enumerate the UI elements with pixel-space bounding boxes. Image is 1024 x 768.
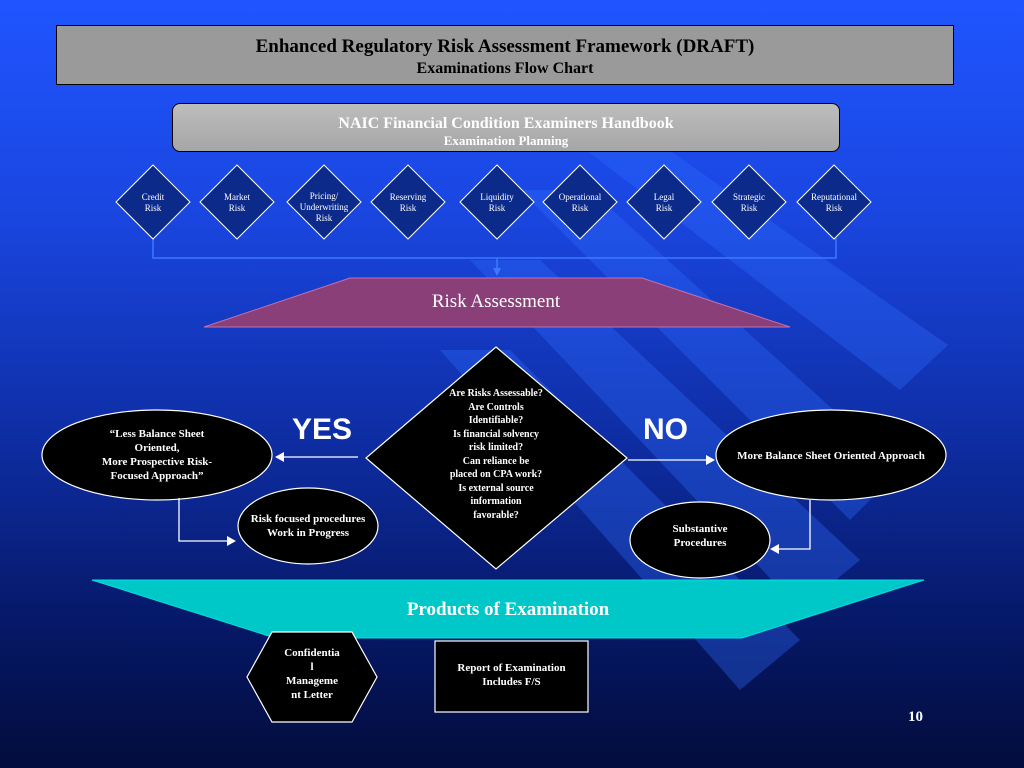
arrow-right-icon [227,536,236,546]
arrowheads [227,452,779,554]
left-oval-shape [41,409,273,501]
yes-label: YES [292,413,353,446]
substantive-shape [629,501,771,579]
right-oval-text: More Balance Sheet Oriented Approach [737,450,925,462]
risk-procedures-text: Risk focused procedures Work in Progress [250,513,366,539]
risk-diamond-market [199,164,275,240]
arrow-right-icon [706,455,715,465]
decision-text: Are Risks Assessable? Are Controls Ident… [449,388,543,521]
right-oval-shape [715,409,947,501]
page-number: 10 [908,709,923,725]
risk-procedures-shape [237,487,379,565]
risk-diamond-operational [542,164,618,240]
confidential-hexagon [246,631,378,723]
confidential-text: Confidentia l Manageme nt Letter [284,647,340,701]
left-oval-text: “Less Balance Sheet Oriented, More Prosp… [101,428,213,482]
risk-diamond-reserving [370,164,446,240]
risk-diamond-strategic [711,164,787,240]
decision-diamond [365,346,628,570]
products-shape [91,579,925,639]
flow-arrows [178,456,811,550]
arrow-down-icon [493,268,501,276]
risk-diamond-reputational [796,164,872,240]
arrow-left-icon [275,452,284,462]
title-line-1: Enhanced Regulatory Risk Assessment Fram… [255,36,755,57]
risk-diamond-liquidity [459,164,535,240]
risk-diamond-legal [626,164,702,240]
report-box [434,640,589,713]
risk-diamond-pricing [286,164,362,240]
risk-diamond-credit [115,164,191,240]
handbook-title: NAIC Financial Condition Examiners Handb… [338,115,674,132]
products-label: Products of Examination [406,599,610,620]
risk-assessment-label: Risk Assessment [431,291,561,312]
risk-diamonds [115,164,872,240]
title-line-2: Examinations Flow Chart [416,60,594,77]
arrow-left-icon [770,544,779,554]
handbook-banner: NAIC Financial Condition Examiners Handb… [172,103,840,152]
no-label: NO [643,413,688,446]
report-text: Report of Examination Includes F/S [457,662,566,688]
title-box: Enhanced Regulatory Risk Assessment Fram… [56,25,954,85]
risk-assessment-shape [203,277,791,328]
handbook-subtitle: Examination Planning [443,133,569,148]
substantive-text: Substantive Procedures [672,523,728,549]
